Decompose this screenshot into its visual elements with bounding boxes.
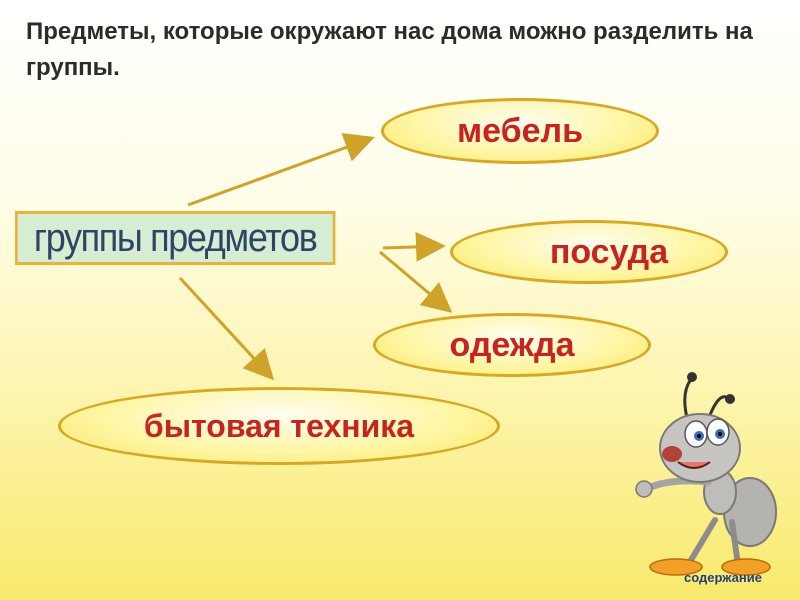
group-label-clothes: одежда	[449, 325, 575, 364]
group-node-clothes: одежда	[373, 313, 651, 377]
ant-mascot-illustration	[635, 372, 777, 576]
arrow-to-dishes	[382, 231, 446, 262]
group-label-appliances: бытовая техника	[143, 407, 415, 444]
group-node-appliances: бытовая техника	[58, 387, 500, 465]
group-label-dishes: посуда	[549, 232, 669, 271]
root-node-box: группы предметов	[15, 211, 336, 265]
arrow-to-furniture	[187, 133, 375, 207]
arrow-to-clothes	[379, 250, 453, 313]
group-label-furniture: мебель	[456, 111, 584, 150]
contents-link[interactable]: содержание	[684, 570, 762, 585]
root-node-label: группы предметов	[33, 215, 318, 260]
arrow-to-appliances	[178, 276, 275, 381]
slide-title: Предметы, которые окружают нас дома можн…	[26, 18, 753, 81]
group-node-furniture: мебель	[381, 98, 659, 164]
group-node-dishes: посуда	[450, 220, 728, 284]
